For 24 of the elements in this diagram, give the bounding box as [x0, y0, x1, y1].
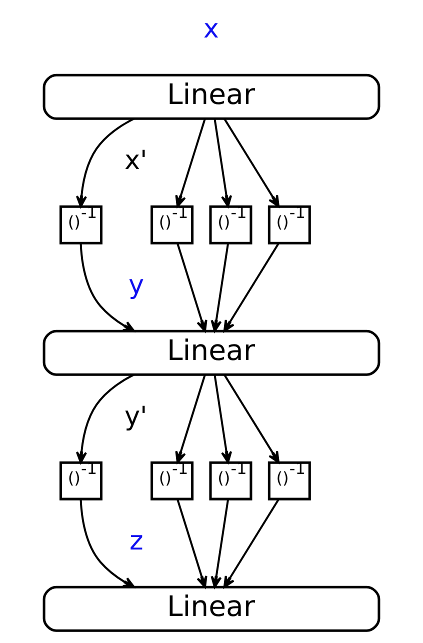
- arrow: [175, 374, 206, 464]
- arrow: [210, 242, 230, 332]
- arrow: [223, 498, 280, 588]
- node-box: Linear: [42, 74, 380, 120]
- arrow: [214, 118, 232, 208]
- arrow: [80, 499, 135, 588]
- arrow: [223, 242, 280, 332]
- arrow: [224, 374, 280, 464]
- label: y: [128, 270, 144, 300]
- arrow: [76, 118, 134, 208]
- arrow: [80, 243, 135, 332]
- arrow: [175, 118, 206, 208]
- arrow: [214, 374, 232, 464]
- node-box: Linear: [42, 330, 380, 376]
- arrow: [176, 242, 208, 332]
- label: x': [124, 146, 148, 176]
- arrow: [76, 374, 134, 464]
- label: z: [130, 526, 144, 556]
- label: y': [124, 402, 148, 432]
- label: x: [203, 14, 219, 44]
- arrow: [210, 498, 230, 588]
- arrow: [224, 118, 280, 208]
- node-box: Linear: [42, 586, 380, 632]
- arrow: [176, 498, 208, 588]
